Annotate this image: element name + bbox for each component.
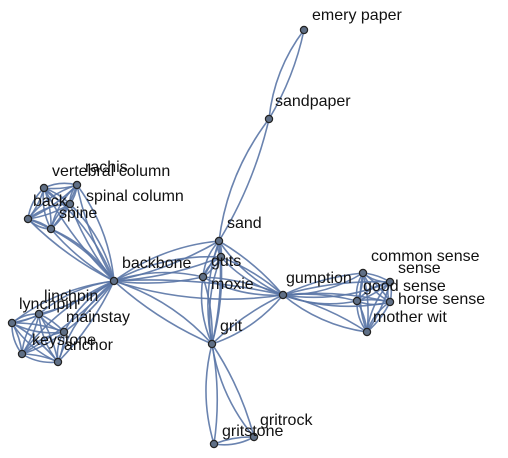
label-horse-sense: horse sense: [398, 291, 485, 308]
node-good-sense[interactable]: [352, 296, 362, 306]
node-gritstone[interactable]: [209, 439, 219, 449]
edge-grit-gumption-b: [211, 294, 284, 345]
node-spinal-column[interactable]: [65, 199, 75, 209]
edge-grit-gritrock-a: [211, 343, 255, 438]
edge-sandpaper-sand-a: [218, 118, 270, 242]
label-anchor: anchor: [64, 337, 114, 354]
node-mother-wit[interactable]: [362, 327, 372, 337]
label-back: back: [33, 193, 68, 210]
edge-gumption-mother_wit-a: [282, 294, 368, 333]
edge-sand-gumption-b: [218, 240, 284, 296]
edge-sand-backbone-a: [113, 240, 220, 282]
node-gritrock[interactable]: [249, 432, 259, 442]
node-gumption[interactable]: [278, 290, 288, 300]
label-backbone: backbone: [122, 255, 191, 272]
edge-guts-grit-b: [211, 256, 223, 345]
edge-backbone-spinal_column-a: [69, 203, 115, 282]
node-sand[interactable]: [214, 236, 224, 246]
label-gritrock: gritrock: [260, 412, 313, 429]
edge-backbone-gumption-b: [113, 279, 284, 296]
edge-sense-mother_wit-b: [366, 281, 391, 333]
edge-sandpaper-sand-b: [218, 118, 270, 242]
node-mainstay[interactable]: [59, 327, 69, 337]
edge-backbone-spine-a: [50, 228, 115, 282]
node-back[interactable]: [23, 214, 33, 224]
edge-guts-backbone-a: [113, 255, 222, 282]
edge-backbone-rachis-b: [76, 184, 115, 282]
label-gritstone: gritstone: [222, 423, 283, 440]
edge-guts-gumption-b: [220, 256, 284, 296]
node-emery-paper[interactable]: [299, 25, 309, 35]
node-keystone[interactable]: [17, 349, 27, 359]
label-rachis: rachis: [85, 159, 128, 176]
node-guts[interactable]: [216, 252, 226, 262]
edge-moxie-backbone-b: [113, 276, 204, 284]
label-good-sense: good sense: [363, 278, 446, 295]
edge-backbone-rachis-a: [76, 184, 115, 282]
edge-lynchpin-mainstay-b: [11, 322, 65, 333]
label-sand: sand: [227, 215, 262, 232]
edge-backbone-spine-b: [50, 228, 115, 282]
node-rachis[interactable]: [72, 180, 82, 190]
edge-grit-backbone-b: [113, 280, 213, 345]
label-spinal-column: spinal column: [86, 188, 184, 205]
label-common-sense: common sense: [371, 248, 480, 265]
edge-gumption-sense-b: [282, 280, 391, 296]
edge-grit-gritstone-a: [205, 343, 215, 445]
edge-backbone-anchor-b: [57, 280, 115, 363]
node-sense[interactable]: [385, 277, 395, 287]
labels-layer: emery paper sandpaper sand guts moxie grit bac…: [19, 7, 485, 440]
edge-grit-gritrock-b: [211, 343, 255, 438]
node-linchpin[interactable]: [34, 309, 44, 319]
label-mother-wit: mother wit: [373, 309, 447, 326]
edge-moxie-grit-a: [200, 276, 213, 345]
edge-gumption-mother_wit-b: [282, 294, 368, 333]
label-sense: sense: [398, 260, 441, 277]
edge-emery_paper-sandpaper-a: [268, 29, 305, 120]
edge-moxie-gumption-b: [202, 276, 284, 296]
edge-gumption-common_sense-b: [282, 272, 364, 296]
label-emery-paper: emery paper: [312, 7, 402, 24]
node-moxie[interactable]: [198, 272, 208, 282]
label-guts: guts: [211, 253, 241, 270]
edge-backbone-lynchpin-a: [11, 280, 115, 324]
label-sandpaper: sandpaper: [275, 93, 351, 110]
edge-backbone-mainstay-b: [63, 280, 115, 333]
label-moxie: moxie: [211, 276, 254, 293]
label-linchpin: linchpin: [44, 288, 98, 305]
label-mainstay: mainstay: [66, 309, 130, 326]
label-lynchpin: lynchpin: [19, 296, 78, 313]
node-anchor[interactable]: [53, 357, 63, 367]
label-vertebral-column: vertebral column: [52, 163, 170, 180]
label-spine: spine: [59, 205, 97, 222]
nodes-layer: [7, 25, 395, 449]
node-horse-sense[interactable]: [385, 297, 395, 307]
node-backbone[interactable]: [109, 276, 119, 286]
edge-sand-backbone-b: [113, 240, 220, 282]
edge-lynchpin-anchor-b: [11, 322, 59, 363]
edge-grit-gumption-a: [211, 294, 284, 345]
label-grit: grit: [220, 318, 243, 335]
node-vertebral-column[interactable]: [39, 183, 49, 193]
edge-backbone-mainstay-a: [63, 280, 115, 333]
node-common-sense[interactable]: [358, 268, 368, 278]
edge-moxie-gumption-a: [202, 276, 284, 297]
node-grit[interactable]: [207, 339, 217, 349]
node-sandpaper[interactable]: [264, 114, 274, 124]
edge-guts-grit-a: [208, 256, 222, 345]
edge-backbone-gumption-a: [113, 280, 284, 300]
label-keystone: keystone: [32, 332, 96, 349]
node-lynchpin[interactable]: [7, 318, 17, 328]
label-gumption: gumption: [286, 270, 352, 287]
edge-emery_paper-sandpaper-b: [268, 29, 305, 120]
edge-moxie-backbone-a: [113, 271, 204, 282]
node-spine[interactable]: [46, 224, 56, 234]
